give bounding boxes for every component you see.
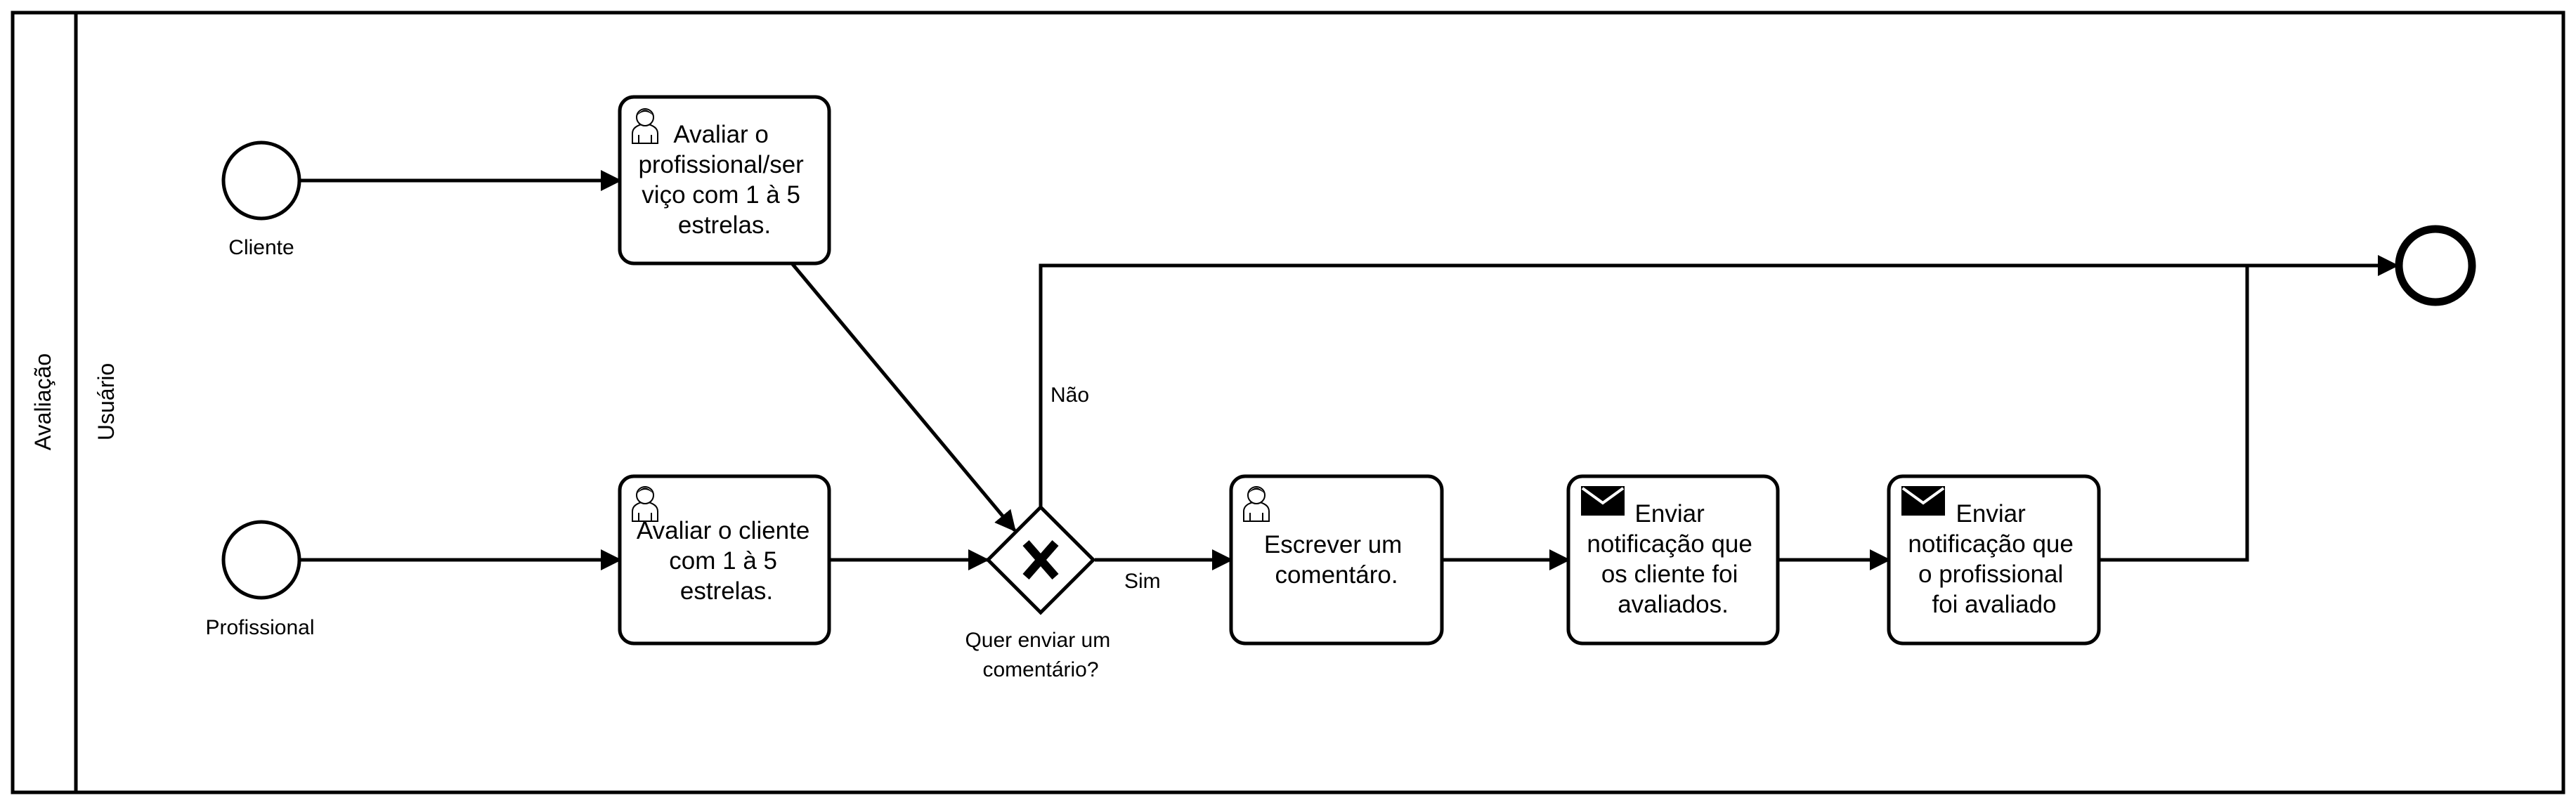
svg-text:Quer enviar um comentário?: Quer enviar um comentário? <box>965 629 1116 681</box>
start-event-profissional-label: Profissional <box>205 616 314 639</box>
exclusive-gateway[interactable] <box>985 504 1096 615</box>
task-notificar-cliente[interactable]: Enviar notificação que os cliente foi av… <box>1566 474 1780 646</box>
task-line: notificação que <box>1587 530 1752 558</box>
svg-text:Escrever um comentáro.: Escrever um comentáro. <box>1264 531 1409 589</box>
envelope-icon <box>1901 486 1945 516</box>
gateway-no-label: Não <box>1050 384 1089 407</box>
envelope-icon <box>1581 486 1625 516</box>
task-escrever-comentario[interactable]: Escrever um comentáro. <box>1229 474 1444 646</box>
svg-text:Enviar notificação que: Enviar notificação que os cliente foi av… <box>1587 500 1759 618</box>
sequence-flows <box>301 170 2399 570</box>
task-line: estrelas. <box>680 577 773 605</box>
task-line: comentáro. <box>1275 561 1398 589</box>
task-line: Enviar <box>1635 500 1705 528</box>
user-task-icon <box>1243 486 1270 522</box>
task-avaliar-profissional[interactable]: Avaliar o profissional/ser viço com 1 à … <box>618 95 831 266</box>
lane-label: Usuário <box>93 363 119 440</box>
gateway-yes-label: Sim <box>1124 570 1161 593</box>
flow-gateway-nao[interactable] <box>1039 255 2399 507</box>
gateway-label-line: Quer enviar um <box>965 629 1110 652</box>
task-line: estrelas. <box>678 211 771 239</box>
pool-label: Avaliação <box>30 353 56 450</box>
user-task-icon <box>632 108 658 144</box>
start-event-cliente-label: Cliente <box>228 236 294 259</box>
task-line: com 1 à 5 <box>669 547 777 575</box>
task-notificar-profissional[interactable]: Enviar notificação que o profissional fo… <box>1887 474 2101 646</box>
task-line: Avaliar o cliente <box>637 517 809 544</box>
task-line: viço com 1 à 5 <box>642 181 800 209</box>
task-line: o profissional <box>1918 561 2063 588</box>
flow-notificar-profissional-to-end[interactable] <box>2099 266 2249 562</box>
task-line: Enviar <box>1956 500 2027 528</box>
task-line: os cliente foi <box>1601 561 1738 588</box>
x-mark-icon <box>1022 540 1059 580</box>
task-line: profissional/ser <box>638 151 804 178</box>
pool-avaliacao: Avaliação <box>11 11 2565 794</box>
svg-text:Avaliar o cliente com 1: Avaliar o cliente com 1 à 5 estrelas. <box>637 517 817 605</box>
svg-text:Avaliar o profissional/s: Avaliar o profissional/ser viço com 1 à … <box>638 121 810 239</box>
flow-avaliar-profissional-to-gateway[interactable] <box>791 262 1016 532</box>
task-line: Escrever um <box>1264 531 1402 558</box>
gateway-label-line: comentário? <box>982 658 1098 681</box>
start-event-profissional[interactable] <box>221 520 301 600</box>
end-event[interactable] <box>2395 225 2476 306</box>
task-line: avaliados. <box>1618 591 1729 618</box>
task-line: foi avaliado <box>1932 591 2056 618</box>
task-avaliar-cliente[interactable]: Avaliar o cliente com 1 à 5 estrelas. <box>618 474 831 646</box>
task-line: Avaliar o <box>673 121 769 148</box>
start-event-cliente[interactable] <box>221 140 301 221</box>
task-line: notificação que <box>1908 530 2073 558</box>
svg-text:Enviar notificação que: Enviar notificação que o profissional fo… <box>1908 500 2080 618</box>
user-task-icon <box>632 486 658 522</box>
